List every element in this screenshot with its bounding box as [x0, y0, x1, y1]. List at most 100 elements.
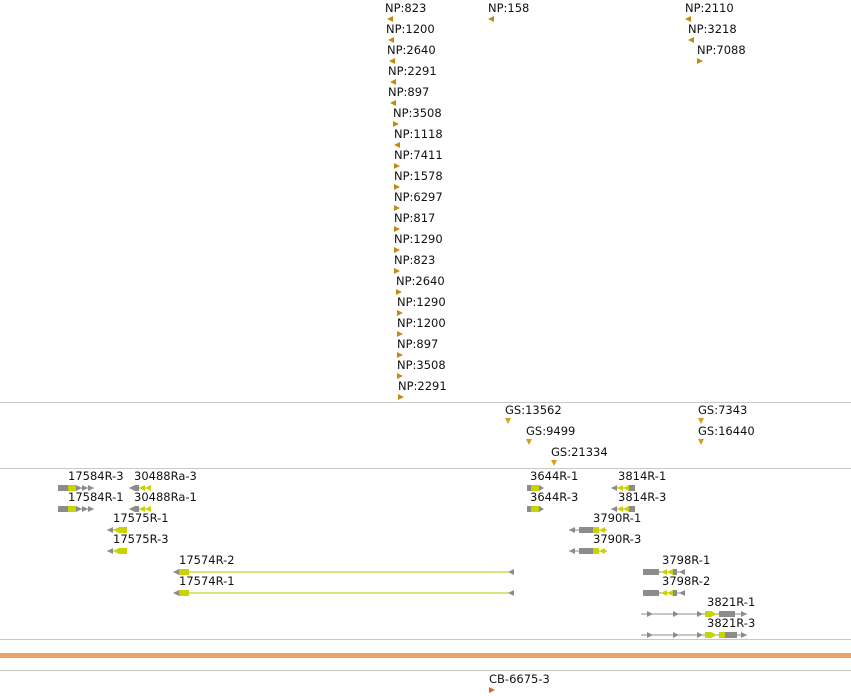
transcript-label: 3821R-1	[707, 595, 756, 609]
forward-strand-icon	[394, 163, 400, 169]
gs-feature-label: GS:9499	[526, 424, 576, 438]
np-feature-label: NP:3508	[393, 106, 442, 120]
forward-strand-icon	[396, 289, 402, 295]
transcript-label: 17574R-2	[179, 553, 235, 567]
transcript-model	[58, 485, 94, 491]
transcript-label: 30488Ra-1	[134, 490, 197, 504]
reverse-strand-icon	[394, 142, 400, 148]
transcript-model	[641, 632, 747, 638]
transcript-label: 3798R-2	[662, 574, 711, 588]
scaffold-bar	[0, 653, 851, 658]
gs-marker-icon	[505, 418, 511, 424]
gs-marker-icon	[698, 439, 704, 445]
transcript-model	[527, 485, 544, 491]
transcript-model	[527, 506, 544, 512]
forward-strand-icon	[397, 373, 403, 379]
transcript-model	[569, 548, 607, 554]
np-feature-label: NP:3508	[397, 358, 446, 372]
forward-strand-icon	[398, 394, 404, 400]
transcript-label: 3790R-3	[593, 532, 642, 546]
transcript-label: 3644R-1	[530, 469, 579, 483]
transcript-model	[173, 569, 514, 575]
reverse-strand-icon	[488, 16, 494, 22]
transcript-label: 17575R-3	[113, 532, 169, 546]
reverse-strand-icon	[685, 16, 691, 22]
gene-track: 17584R-3 30488Ra-3 17584R-1	[0, 469, 851, 639]
forward-strand-icon	[393, 121, 399, 127]
gs-marker-icon	[551, 460, 557, 466]
np-feature-label: NP:7411	[394, 148, 443, 162]
transcript-label: 3821R-3	[707, 616, 756, 630]
forward-strand-icon	[394, 184, 400, 190]
gs-marker-icon	[698, 418, 704, 424]
transcript-model	[569, 527, 607, 533]
transcript-label: 3644R-3	[530, 490, 579, 504]
forward-strand-icon	[394, 247, 400, 253]
gs-track: GS:13562 GS:9499 GS:21334 GS:7343 GS:164…	[0, 403, 851, 468]
reverse-strand-icon	[388, 37, 394, 43]
np-feature-label: NP:897	[397, 337, 439, 351]
transcript-model	[173, 590, 514, 596]
transcript-model	[643, 569, 685, 575]
np-feature-label: NP:897	[388, 85, 430, 99]
transcript-label: 3798R-1	[662, 553, 711, 567]
np-feature-label: NP:158	[488, 1, 530, 15]
np-feature-label: NP:1290	[397, 295, 446, 309]
reverse-strand-icon	[389, 58, 395, 64]
np-feature-label: NP:2291	[398, 379, 447, 393]
np-feature-label: NP:1290	[394, 232, 443, 246]
transcript-model	[129, 506, 151, 512]
forward-strand-icon	[394, 205, 400, 211]
track-divider	[0, 670, 851, 671]
forward-strand-icon	[397, 310, 403, 316]
forward-strand-icon	[397, 331, 403, 337]
cb-feature-label: CB-6675-3	[489, 672, 550, 686]
gs-feature-label: GS:13562	[505, 403, 562, 417]
transcript-model	[643, 590, 685, 596]
reverse-strand-icon	[387, 16, 393, 22]
track-divider	[0, 402, 851, 403]
gs-feature-label: GS:7343	[698, 403, 748, 417]
track-divider	[0, 468, 851, 469]
np-feature-label: NP:1578	[394, 169, 443, 183]
np-feature-label: NP:1200	[386, 22, 435, 36]
np-feature-label: NP:1200	[397, 316, 446, 330]
transcript-label: 17574R-1	[179, 574, 235, 588]
forward-strand-icon	[697, 58, 703, 64]
reverse-strand-icon	[688, 37, 694, 43]
forward-strand-icon	[397, 352, 403, 358]
reverse-strand-icon	[390, 100, 396, 106]
forward-strand-icon	[394, 268, 400, 274]
transcript-model	[611, 485, 635, 491]
reverse-strand-icon	[390, 79, 396, 85]
np-feature-label: NP:6297	[394, 190, 443, 204]
gs-feature-label: GS:16440	[698, 424, 755, 438]
transcript-label: 17575R-1	[113, 511, 169, 525]
transcript-model	[58, 506, 94, 512]
np-feature-label: NP:1118	[394, 127, 443, 141]
transcript-label: 3814R-1	[618, 469, 667, 483]
cb-track: CB-6675-3	[0, 671, 851, 696]
gs-marker-icon	[526, 439, 532, 445]
transcript-label: 3790R-1	[593, 511, 642, 525]
np-feature-label: NP:2291	[388, 64, 437, 78]
np-feature-label: NP:823	[394, 253, 436, 267]
transcript-label: 3814R-3	[618, 490, 667, 504]
transcript-model	[107, 548, 127, 554]
np-feature-label: NP:823	[385, 1, 427, 15]
transcript-model	[107, 527, 127, 533]
gs-feature-label: GS:21334	[551, 445, 608, 459]
np-feature-label: NP:2640	[387, 43, 436, 57]
forward-strand-icon	[394, 226, 400, 232]
transcript-label: 17584R-3	[68, 469, 124, 483]
transcript-model	[129, 485, 151, 491]
transcript-label: 30488Ra-3	[134, 469, 197, 483]
np-feature-label: NP:2640	[396, 274, 445, 288]
np-track: NP:823 NP:1200 NP:2640 NP:2291 NP:897 NP…	[385, 1, 746, 400]
np-feature-label: NP:817	[394, 211, 436, 225]
np-feature-label: NP:2110	[685, 1, 734, 15]
transcript-model	[641, 611, 747, 617]
transcript-model	[611, 506, 635, 512]
np-feature-label: NP:7088	[697, 43, 746, 57]
np-feature-label: NP:3218	[688, 22, 737, 36]
